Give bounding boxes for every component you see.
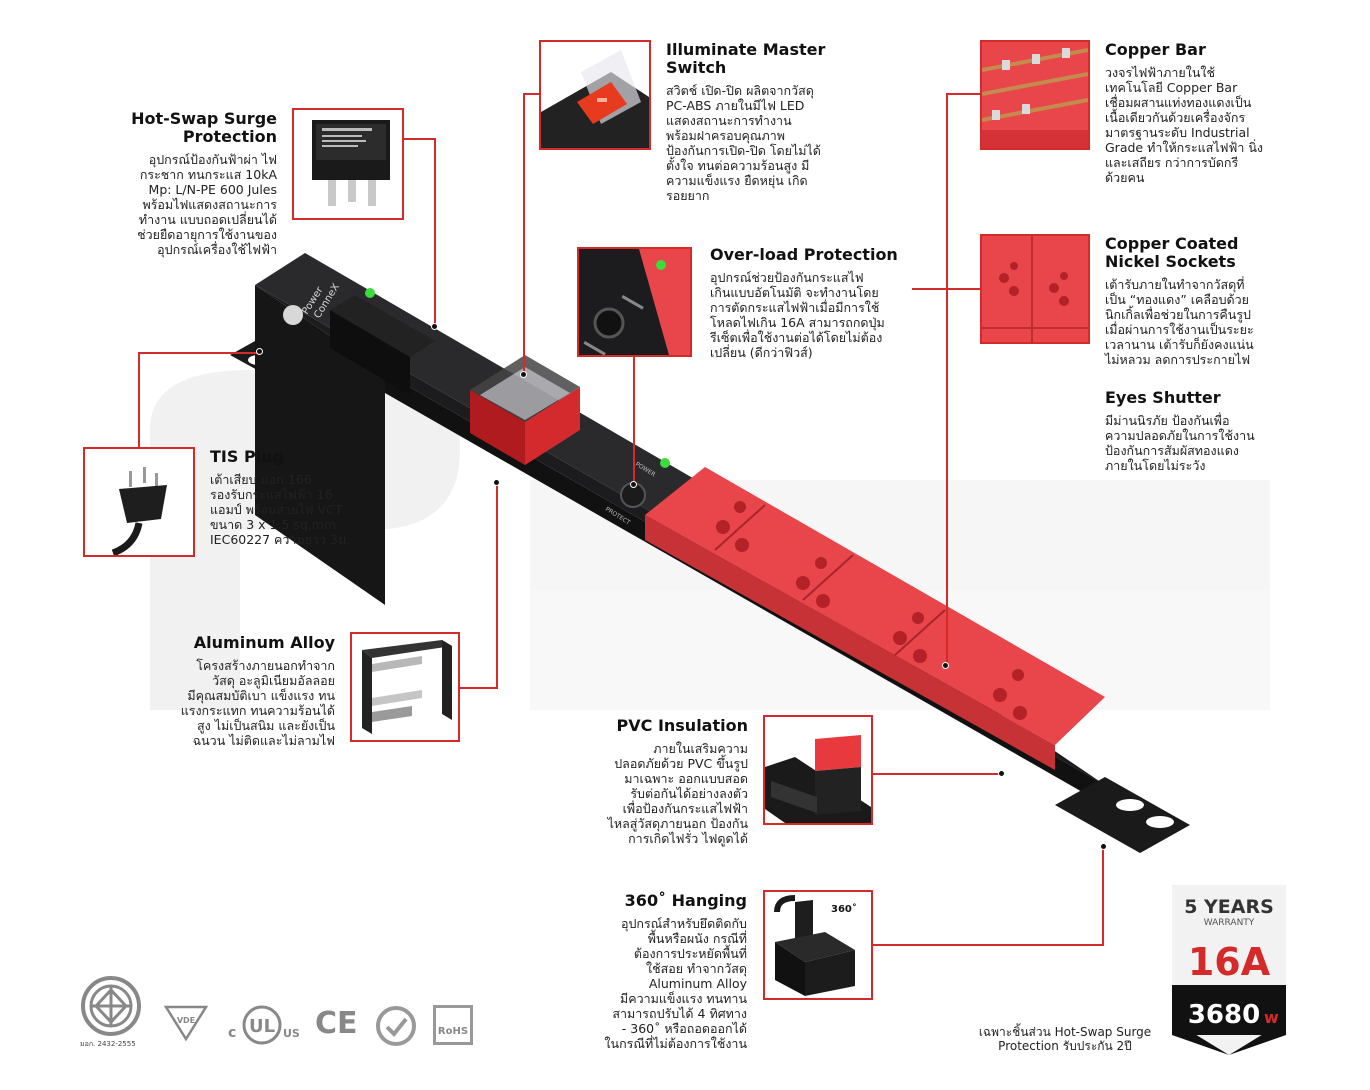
marker-surge: [431, 323, 438, 330]
marker-overload: [630, 481, 637, 488]
leader-sockets: [912, 288, 980, 290]
marker-aluminum: [493, 479, 500, 486]
copper-bar-title: Copper Bar: [1105, 40, 1206, 59]
copper-sockets-title: Copper Coated Nickel Sockets: [1105, 234, 1239, 271]
tis-plug-photo: [83, 447, 195, 557]
copper-bar-feature: Copper Bar วงจรไฟฟ้าภายในใช้ เทคโนโลยี C…: [1105, 40, 1285, 186]
hanging-title: 360˚ Hanging: [624, 891, 747, 910]
copper-bar-photo: [980, 40, 1090, 150]
marker-copperbar: [942, 662, 949, 669]
marker-tis: [256, 348, 263, 355]
hanging-feature: 360˚ Hanging อุปกรณ์สำหรับยึดติดกับ พื้น…: [575, 891, 747, 1052]
eyes-shutter-title: Eyes Shutter: [1105, 388, 1221, 407]
warranty-years: 5 YEARS: [1184, 896, 1274, 918]
aluminum-desc: โครงสร้างภายนอกทำจาก วัสดุ อะลูมิเนียมอั…: [180, 658, 335, 748]
pvc-insulation-photo: [763, 715, 873, 825]
hanging-360-badge: 360˚: [831, 903, 857, 915]
surge-warranty-note: เฉพาะชิ้นส่วน Hot-Swap Surge Protection …: [978, 1025, 1152, 1053]
marker-hanging: [1100, 843, 1107, 850]
svg-text:VDE: VDE: [177, 1016, 195, 1025]
tis-cert-number: มอก. 2432-2555: [80, 1040, 136, 1048]
ce-cert-icon: CE: [315, 1006, 358, 1041]
copper-sockets-photo: [980, 234, 1090, 344]
warranty-badge: 5 YEARS WARRANTY 16A 3680 w: [1172, 885, 1286, 1055]
hot-swap-desc: อุปกรณ์ป้องกันฟ้าผ่า ไฟ กระชาก ทนกระแส 1…: [137, 152, 277, 257]
surge-module-photo: [292, 108, 404, 220]
leader-copperbar: [946, 93, 980, 668]
eyes-shutter-feature: Eyes Shutter มีม่านนิรภัย ป้องกันเพื่อ ค…: [1105, 388, 1285, 474]
watts-rating: 3680: [1188, 1000, 1260, 1030]
hot-swap-feature: Hot-Swap Surge Protection อุปกรณ์ป้องกัน…: [120, 109, 277, 258]
svg-text:US: US: [283, 1027, 299, 1040]
cul-us-cert-icon: UL c US: [228, 1005, 299, 1045]
pvc-feature: PVC Insulation ภายในเสริมความ ปลอดภัยด้ว…: [580, 716, 748, 847]
master-switch-feature: Illuminate Master Switch สวิตช์ เปิด-ปิด…: [666, 40, 866, 204]
vde-cert-icon: VDE: [163, 1005, 209, 1042]
overload-photo: [577, 247, 692, 357]
watts-unit: w: [1264, 1008, 1279, 1027]
warranty-label: WARRANTY: [1204, 918, 1255, 928]
leader-hanging: [872, 848, 1104, 946]
power-strip-illustration: Power ConneX POWER PROTECT: [230, 253, 1190, 853]
sgs-cert-icon: [376, 1006, 416, 1046]
aluminum-title: Aluminum Alloy: [193, 633, 335, 652]
tis-plug-desc: เต้าเสียบ มอก.166 รองรับกระแสไฟฟ้า 16 แอ…: [210, 472, 351, 547]
amps-rating: 16A: [1188, 940, 1271, 984]
leader-aluminum: [460, 483, 498, 689]
copper-sockets-desc: เต้ารับภายในทำจากวัสดุที่ เป็น “ทองแดง” …: [1105, 277, 1254, 367]
svg-text:c: c: [228, 1025, 236, 1041]
tis-plug-title: TIS Plug: [210, 447, 285, 466]
aluminum-feature: Aluminum Alloy โครงสร้างภายนอกทำจาก วัสด…: [165, 633, 335, 749]
leader-switch: [523, 93, 539, 375]
copper-sockets-feature: Copper Coated Nickel Sockets เต้ารับภายใ…: [1105, 234, 1285, 368]
marker-pvc: [998, 770, 1005, 777]
pvc-title: PVC Insulation: [616, 716, 748, 735]
overload-desc: อุปกรณ์ช่วยป้องกันกระแสไฟ เกินแบบอัตโนมั…: [710, 270, 885, 360]
rohs-label: RoHS: [437, 1026, 469, 1037]
leader-tis: [138, 352, 260, 449]
eyes-shutter-desc: มีม่านนิรภัย ป้องกันเพื่อ ความปลอดภัยในก…: [1105, 413, 1255, 473]
marker-switch: [520, 371, 527, 378]
overload-feature: Over-load Protection อุปกรณ์ช่วยป้องกันก…: [710, 245, 915, 361]
master-switch-desc: สวิตช์ เปิด-ปิด ผลิตจากวัสดุ PC-ABS ภายใ…: [666, 83, 821, 203]
master-switch-title: Illuminate Master Switch: [666, 40, 826, 77]
copper-bar-desc: วงจรไฟฟ้าภายในใช้ เทคโนโลยี Copper Bar เ…: [1105, 65, 1263, 185]
hot-swap-title: Hot-Swap Surge Protection: [131, 109, 277, 146]
pvc-desc: ภายในเสริมความ ปลอดภัยด้วย PVC ขึ้นรูป ม…: [607, 741, 748, 846]
svg-text:UL: UL: [249, 1016, 275, 1037]
leader-surge: [404, 138, 436, 328]
leader-pvc: [872, 773, 1002, 775]
rohs-cert-icon: RoHS: [433, 1005, 473, 1045]
leader-overload: [633, 355, 635, 485]
aluminum-alloy-photo: [350, 632, 460, 742]
hanging-bracket-photo: 360˚: [763, 890, 873, 1000]
hanging-desc: อุปกรณ์สำหรับยึดติดกับ พื้นหรือผนัง กรณี…: [604, 916, 747, 1051]
tis-cert-icon: [81, 976, 141, 1036]
overload-title: Over-load Protection: [710, 245, 898, 264]
master-switch-photo: [539, 40, 651, 150]
tis-plug-feature: TIS Plug เต้าเสียบ มอก.166 รองรับกระแสไฟ…: [210, 447, 370, 548]
